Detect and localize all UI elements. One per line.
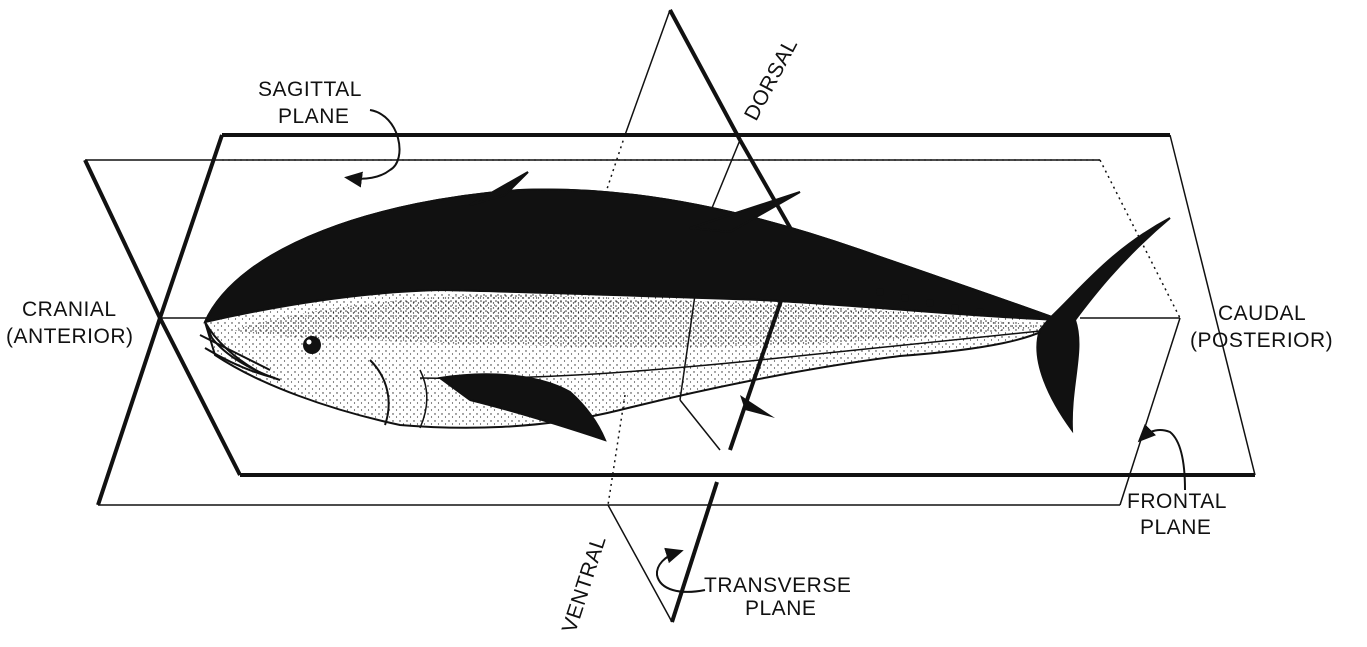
transverse-label-line1: TRANSVERSE	[704, 574, 851, 597]
frontal-label-line1: FRONTAL	[1127, 490, 1227, 513]
frontal-label-line2: PLANE	[1140, 516, 1211, 539]
cranial-label-line1: CRANIAL	[22, 298, 117, 321]
frontal-arrow	[1142, 430, 1185, 490]
transverse-arrow	[657, 552, 705, 592]
cranial-label-line2: (ANTERIOR)	[6, 325, 134, 348]
sagittal-label-line2: PLANE	[278, 105, 349, 128]
transverse-label-line2: PLANE	[745, 597, 816, 620]
caudal-label-line2: (POSTERIOR)	[1190, 329, 1333, 352]
caudal-label-line1: CAUDAL	[1218, 302, 1306, 325]
tuna-fish-illustration	[200, 172, 1170, 440]
ventral-label: VENTRAL	[558, 533, 611, 636]
dorsal-label: DORSAL	[740, 35, 802, 125]
sagittal-label-line1: SAGITTAL	[258, 78, 362, 101]
sagittal-arrow	[350, 110, 400, 179]
